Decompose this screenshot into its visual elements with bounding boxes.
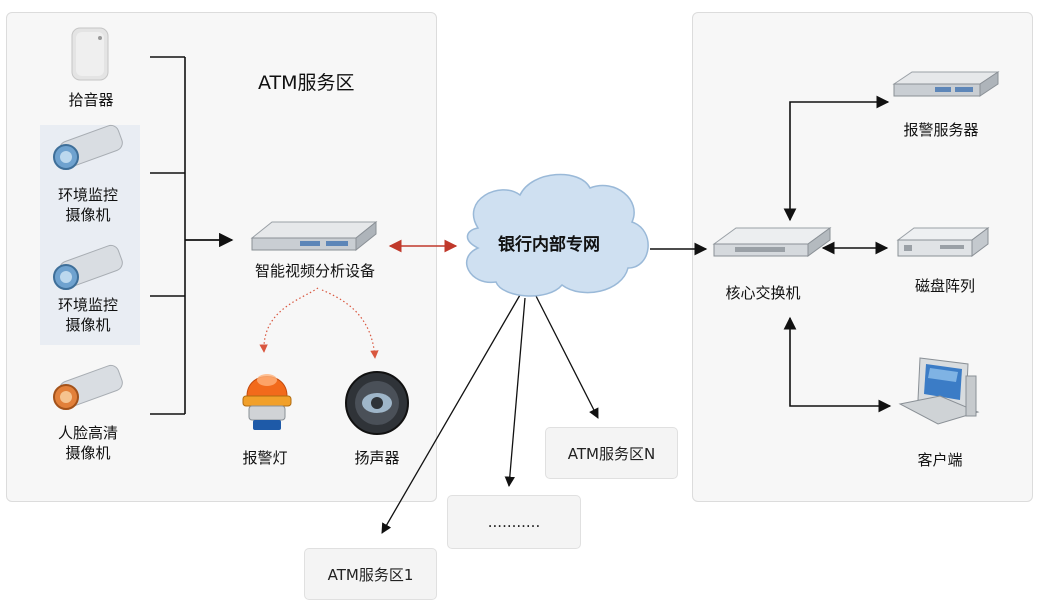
env-camera-1-label: 环境监控 摄像机 (57, 186, 118, 224)
core-switch-label: 核心交换机 (725, 284, 801, 302)
microphone-label: 拾音器 (68, 91, 114, 109)
speaker-label: 扬声器 (354, 449, 400, 467)
bank-network-label: 银行内部专网 (498, 235, 600, 255)
face-camera-icon (53, 364, 123, 410)
atm-zone-n-box: ATM服务区N (545, 427, 678, 479)
atm-zone-1-box: ATM服务区1 (304, 548, 437, 600)
face-camera-label: 人脸高清 摄像机 (57, 424, 118, 462)
alarm-light-label: 报警灯 (242, 449, 288, 467)
alarm-server-label: 报警服务器 (903, 121, 979, 139)
env-camera-2-icon (53, 244, 123, 290)
analyzer-label: 智能视频分析设备 (254, 262, 375, 280)
ellipsis-box: ........... (447, 495, 581, 549)
disk-array-label: 磁盘阵列 (914, 277, 975, 295)
atm-zone-title: ATM服务区 (258, 72, 355, 94)
client-label: 客户端 (917, 451, 963, 469)
env-camera-1-icon (53, 124, 123, 170)
env-camera-2-label: 环境监控 摄像机 (57, 296, 118, 334)
